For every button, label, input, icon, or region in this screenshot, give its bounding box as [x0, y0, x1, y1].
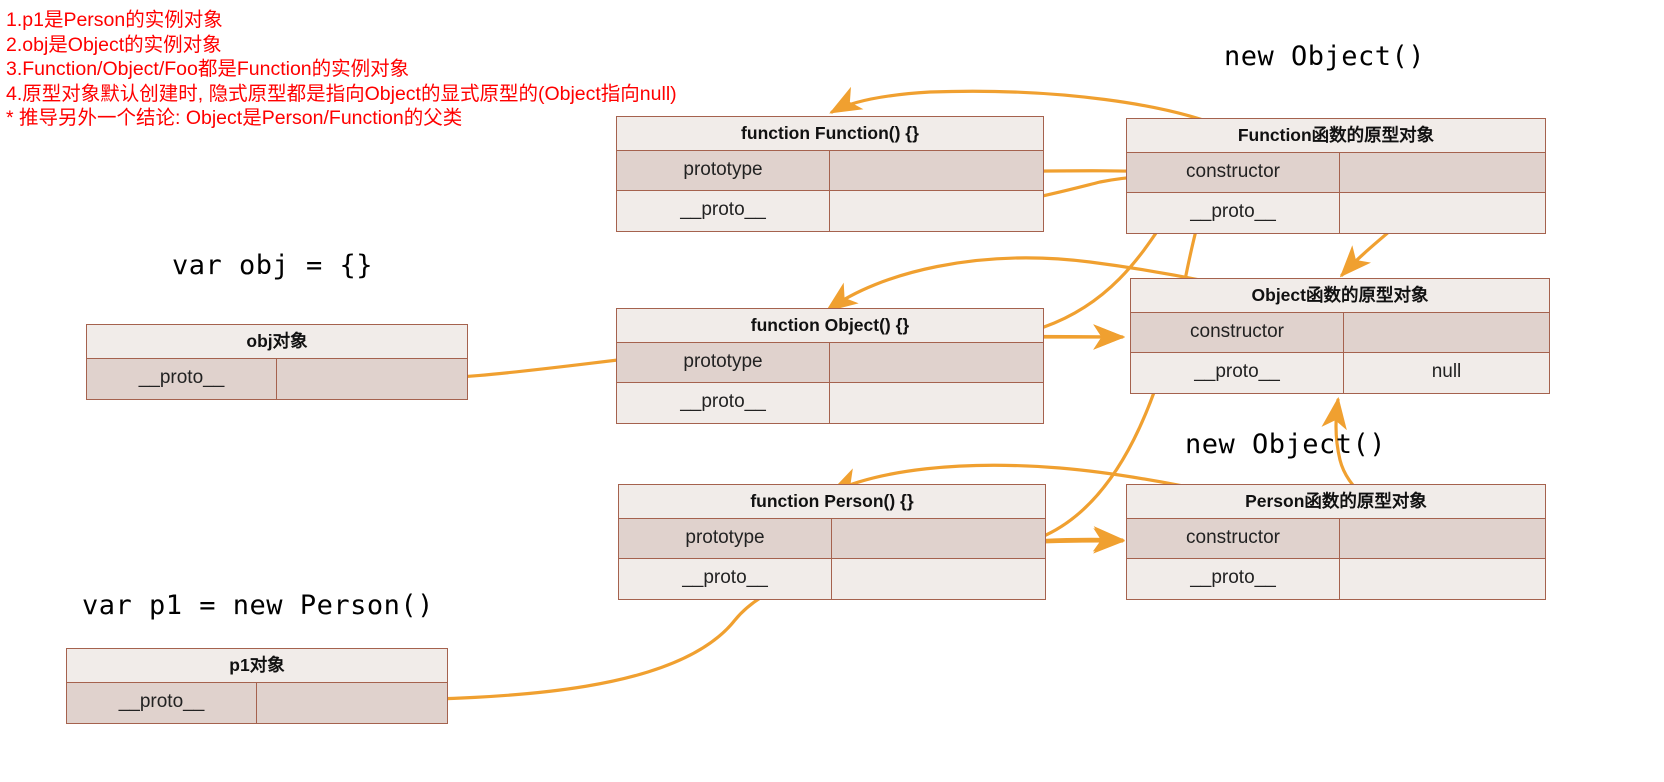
box-object-prototype-object-row-proto-key: __proto__ [1131, 353, 1344, 393]
box-obj-row-proto-key: __proto__ [87, 359, 277, 399]
box-object-prototype-object-row-proto-value: null [1431, 361, 1462, 382]
box-object-prototype-object-row-constructor-key: constructor [1131, 313, 1344, 352]
box-person-fn-row-proto: __proto__ [619, 559, 1045, 599]
box-obj-row-proto: __proto__ [87, 359, 467, 399]
box-function-fn-row-prototype-value [830, 151, 1043, 190]
box-p1-title: p1对象 [67, 649, 447, 683]
caption-new-object-top: new Object() [1224, 41, 1426, 72]
box-p1: p1对象 __proto__ [66, 648, 448, 724]
box-object-prototype-object-row-constructor-value [1344, 313, 1549, 352]
box-person-fn-row-prototype-key: prototype [619, 519, 832, 558]
box-person-prototype-object-row-constructor: constructor [1127, 519, 1545, 559]
box-person-fn-row-prototype: prototype [619, 519, 1045, 559]
box-function-fn-row-proto-value [830, 191, 1043, 231]
box-object-fn-title: function Object() {} [617, 309, 1043, 343]
box-person-fn: function Person() {} prototype __proto__ [618, 484, 1046, 600]
box-function-prototype-object-row-proto: __proto__ [1127, 193, 1545, 233]
box-function-prototype-object-row-proto-key: __proto__ [1127, 193, 1340, 233]
box-function-fn: function Function() {} prototype __proto… [616, 116, 1044, 232]
box-person-fn-title: function Person() {} [619, 485, 1045, 519]
box-object-fn-row-prototype-key: prototype [617, 343, 830, 382]
box-person-fn-row-prototype-value [832, 519, 1045, 558]
box-obj-row-proto-value [277, 359, 467, 399]
box-object-fn-row-proto: __proto__ [617, 383, 1043, 423]
annotation-notes: 1.p1是Person的实例对象 2.obj是Object的实例对象 3.Fun… [6, 8, 677, 131]
box-function-fn-title: function Function() {} [617, 117, 1043, 151]
box-function-prototype-object-row-constructor: constructor [1127, 153, 1545, 193]
note-line-5: * 推导另外一个结论: Object是Person/Function的父类 [6, 107, 463, 129]
box-function-prototype-object-title: Function函数的原型对象 [1127, 119, 1545, 153]
box-person-fn-row-proto-value [832, 559, 1045, 599]
box-object-fn-row-prototype-value [830, 343, 1043, 382]
box-function-fn-row-proto-key: __proto__ [617, 191, 830, 231]
box-object-fn: function Object() {} prototype __proto__ [616, 308, 1044, 424]
box-object-prototype-object-title: Object函数的原型对象 [1131, 279, 1549, 313]
caption-var-p1: var p1 = new Person() [82, 590, 434, 621]
caption-var-obj: var obj = {} [172, 250, 374, 281]
box-object-prototype-object-row-constructor: constructor [1131, 313, 1549, 353]
box-person-prototype-object-row-proto-value [1340, 559, 1545, 599]
box-function-fn-row-proto: __proto__ [617, 191, 1043, 231]
box-object-prototype-object-row-proto: __proto__ null [1131, 353, 1549, 393]
box-function-fn-row-prototype-key: prototype [617, 151, 830, 190]
note-line-4: 4.原型对象默认创建时, 隐式原型都是指向Object的显式原型的(Object… [6, 82, 677, 105]
box-obj-title: obj对象 [87, 325, 467, 359]
note-line-3: 3.Function/Object/Foo都是Function的实例对象 [6, 58, 410, 80]
box-function-prototype-object: Function函数的原型对象 constructor __proto__ [1126, 118, 1546, 234]
box-function-fn-row-prototype: prototype [617, 151, 1043, 191]
box-person-prototype-object-row-proto: __proto__ [1127, 559, 1545, 599]
box-object-fn-row-prototype: prototype [617, 343, 1043, 383]
box-function-prototype-object-row-proto-value [1340, 193, 1545, 233]
box-object-prototype-object: Object函数的原型对象 constructor __proto__ null [1130, 278, 1550, 394]
box-function-prototype-object-row-constructor-key: constructor [1127, 153, 1340, 192]
box-obj: obj对象 __proto__ [86, 324, 468, 400]
note-line-1: 1.p1是Person的实例对象 [6, 9, 223, 31]
box-object-fn-row-proto-value [830, 383, 1043, 423]
box-person-prototype-object: Person函数的原型对象 constructor __proto__ [1126, 484, 1546, 600]
caption-new-object-mid: new Object() [1185, 429, 1387, 460]
box-person-prototype-object-row-proto-key: __proto__ [1127, 559, 1340, 599]
box-p1-row-proto-key: __proto__ [67, 683, 257, 723]
box-p1-row-proto-value [257, 683, 447, 723]
box-p1-row-proto: __proto__ [67, 683, 447, 723]
box-person-fn-row-proto-key: __proto__ [619, 559, 832, 599]
box-person-prototype-object-title: Person函数的原型对象 [1127, 485, 1545, 519]
box-object-fn-row-proto-key: __proto__ [617, 383, 830, 423]
box-person-prototype-object-row-constructor-key: constructor [1127, 519, 1340, 558]
note-line-2: 2.obj是Object的实例对象 [6, 33, 222, 56]
box-function-prototype-object-row-constructor-value [1340, 153, 1545, 192]
box-person-prototype-object-row-constructor-value [1340, 519, 1545, 558]
